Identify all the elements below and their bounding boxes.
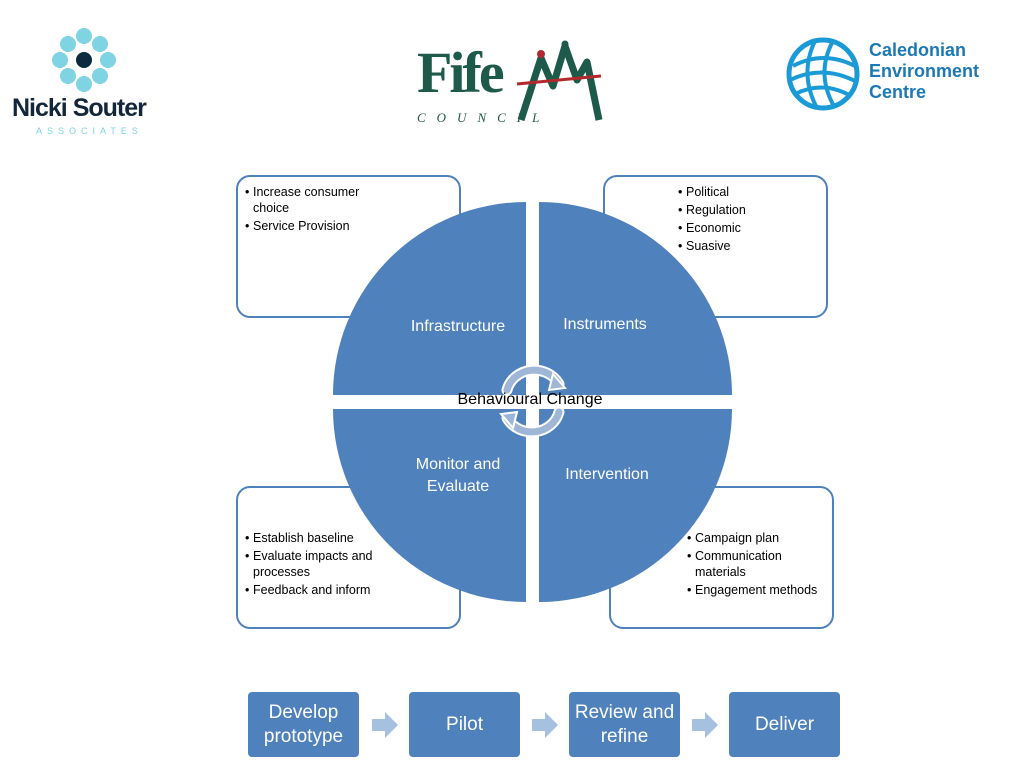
list-item-text: Increase consumer choice [253, 185, 360, 215]
right-arrow-icon [532, 712, 558, 738]
list-item: •Regulation [678, 202, 818, 218]
instruments-label: Instruments [563, 316, 647, 333]
step-pilot: Pilot [409, 692, 520, 757]
step-label: Develop prototype [263, 701, 344, 747]
bullet: • [687, 549, 692, 563]
list-item-text: Regulation [686, 203, 746, 217]
fife-m-logo-icon [516, 40, 603, 122]
list-item-text: Communication materials [695, 549, 782, 579]
list-item: •Establish baseline [245, 530, 395, 546]
caledonian-line-2: Environment [869, 61, 980, 81]
list-item-text: Establish baseline [253, 531, 354, 545]
list-item: •Campaign plan [687, 530, 832, 546]
bullet: • [245, 219, 250, 233]
step-label: Deliver [754, 713, 815, 735]
nicki-souter-logo: Nicki Souter ASSOCIATES [12, 28, 162, 140]
list-item: •Evaluate impacts and processes [245, 548, 395, 580]
bullet: • [678, 185, 683, 199]
fife-name: Fife [417, 40, 505, 105]
nicki-souter-sub: ASSOCIATES [36, 126, 143, 136]
list-item: •Suasive [678, 238, 818, 254]
list-item: •Service Provision [245, 218, 375, 234]
caledonian-name: Caledonian Environment Centre [869, 40, 979, 103]
bullet: • [678, 203, 683, 217]
bullet: • [678, 239, 683, 253]
bullet: • [678, 221, 683, 235]
list-item: •Communication materials [687, 548, 832, 580]
monitor-evaluate-list: •Establish baseline•Evaluate impacts and… [245, 530, 395, 600]
infrastructure-list: •Increase consumer choice•Service Provis… [245, 184, 375, 236]
list-item-text: Evaluate impacts and processes [253, 549, 373, 579]
bullet: • [245, 531, 250, 545]
dot-grid-logo-icon [52, 28, 116, 92]
globe-logo-icon [786, 37, 860, 111]
instruments-list: •Political•Regulation•Economic•Suasive [678, 184, 818, 256]
right-arrow-icon [372, 712, 398, 738]
list-item: •Engagement methods [687, 582, 832, 598]
fife-sub: COUNCIL [417, 110, 551, 125]
bullet: • [687, 531, 692, 545]
step-deliver: Deliver [729, 692, 840, 757]
list-item-text: Political [686, 185, 730, 199]
bullet: • [245, 583, 250, 597]
nicki-souter-name: Nicki Souter [12, 94, 147, 122]
bullet: • [687, 583, 692, 597]
list-item: •Feedback and inform [245, 582, 395, 598]
bullet: • [245, 185, 250, 199]
list-item-text: Feedback and inform [253, 583, 371, 597]
circular-arrows-icon [499, 364, 567, 438]
caledonian-logo: Caledonian Environment Centre [785, 36, 995, 116]
infrastructure-label: Infrastructure [410, 318, 506, 335]
list-item-text: Service Provision [253, 219, 350, 233]
step-label: Review and refine [574, 701, 675, 747]
right-arrow-icon [692, 712, 718, 738]
step-label: Pilot [446, 713, 483, 735]
list-item-text: Campaign plan [695, 531, 780, 545]
behavioural-change-label: Behavioural Change [457, 391, 603, 408]
step-review-refine: Review and refine [569, 692, 680, 757]
list-item: •Political [678, 184, 818, 200]
list-item: •Increase consumer choice [245, 184, 375, 216]
caledonian-line-1: Caledonian [869, 40, 967, 60]
monitor-evaluate-label: Monitor and Evaluate [415, 456, 501, 495]
bullet: • [245, 549, 250, 563]
intervention-label: Intervention [565, 466, 649, 483]
list-item-text: Economic [686, 221, 741, 235]
list-item-text: Engagement methods [695, 583, 818, 597]
fife-council-logo: Fife COUNCIL [415, 40, 605, 130]
caledonian-line-3: Centre [869, 82, 927, 102]
step-develop-prototype: Develop prototype [248, 692, 359, 757]
intervention-list: •Campaign plan•Communication materials•E… [687, 530, 832, 600]
list-item-text: Suasive [686, 239, 731, 253]
list-item: •Economic [678, 220, 818, 236]
